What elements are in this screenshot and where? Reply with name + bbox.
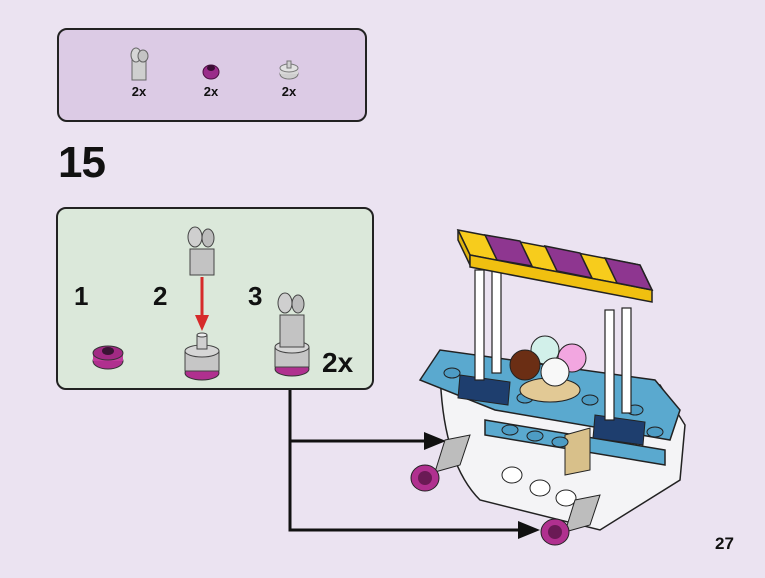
dark-blue-tile [592, 414, 646, 446]
magenta-round-plate-icon [92, 345, 124, 370]
part-round-brick: 2x [269, 46, 309, 99]
dark-blue-tile [457, 374, 511, 406]
round-brick-icon [279, 60, 299, 80]
wheel-assembly-right [540, 494, 601, 546]
part-round-plate: 2x [191, 46, 231, 99]
clip-brick-icon [187, 226, 215, 276]
arrow-head-icon [424, 432, 446, 450]
connector-line [288, 390, 525, 532]
tan-door [564, 427, 591, 476]
substep-label: 1 [74, 281, 89, 311]
cupcakes [509, 335, 587, 403]
step-number: 15 [58, 138, 106, 187]
part-qty: 2x [131, 84, 147, 99]
clip-into-round-brick-diagram [184, 226, 220, 381]
studs [443, 367, 664, 448]
striped-awning [456, 228, 654, 303]
round-brick-icon [184, 332, 220, 381]
substep-multiplier: 2x [322, 347, 354, 378]
round-plate-icon [202, 64, 220, 80]
arrow-head-icon [518, 521, 540, 539]
bakery-cart-model [410, 228, 686, 546]
part-clip-plate: 2x [119, 46, 159, 99]
substep-label: 3 [248, 281, 263, 311]
part-qty: 2x [281, 84, 297, 99]
wheel-assembly-left [410, 434, 471, 492]
part-qty: 2x [203, 84, 219, 99]
page-number: 27 [715, 534, 734, 553]
assembled-clip-brick-icon [274, 292, 310, 377]
portholes [501, 466, 577, 507]
subassembly-callout: 1 2 3 2x [56, 207, 374, 390]
parts-list-callout: 2x 2x 2x [57, 28, 367, 122]
substep-label: 2 [153, 281, 168, 311]
clip-brick-icon [130, 47, 149, 81]
red-arrow-icon [195, 277, 209, 331]
